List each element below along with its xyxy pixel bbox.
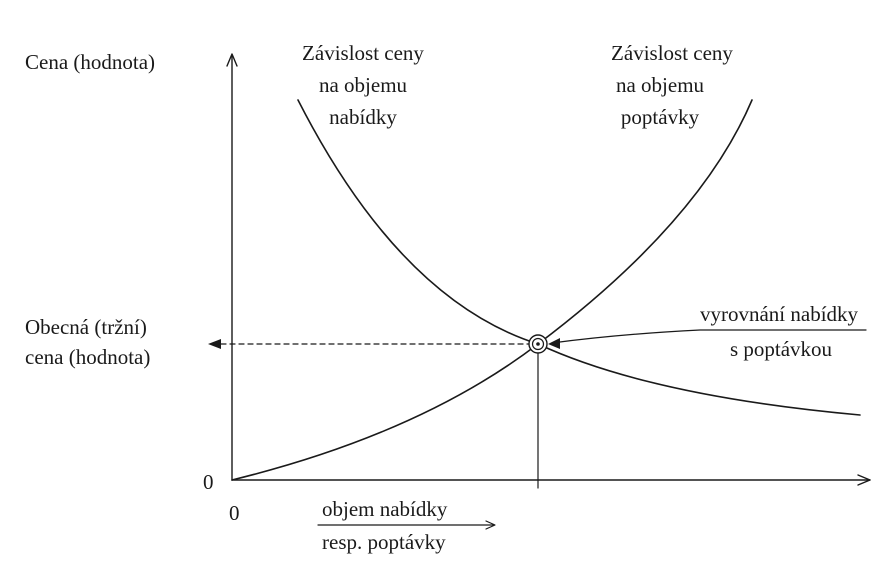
equilibrium-label-line-2: s poptávkou (730, 337, 833, 361)
x-axis-arrow (857, 474, 871, 486)
demand-curve-label-line-3: poptávky (621, 105, 700, 129)
origin-x-label: 0 (229, 501, 240, 525)
demand-curve (231, 99, 753, 481)
x-axis-label-line-1: objem nabídky (322, 497, 448, 521)
equilibrium-price-arrow (208, 339, 221, 349)
y-axis-label: Cena (hodnota) (25, 50, 155, 74)
y-axis-arrow (226, 53, 238, 67)
supply-curve-label-line-1: Závislost ceny (302, 41, 424, 65)
equilibrium-price-label-line-2: cena (hodnota) (25, 345, 150, 369)
equilibrium-price-label-line-1: Obecná (tržní) (25, 315, 147, 339)
equilibrium-pointer-line (551, 329, 867, 344)
demand-curve-label-line-1: Závislost ceny (611, 41, 733, 65)
supply-curve (297, 99, 861, 416)
demand-curve-label-line-2: na objemu (616, 73, 705, 97)
x-axis-label-line-2: resp. poptávky (322, 530, 446, 554)
equilibrium-pointer-arrow (548, 338, 560, 349)
origin-y-label: 0 (203, 470, 214, 494)
supply-curve-label-line-2: na objemu (319, 73, 408, 97)
equilibrium-label-line-1: vyrovnání nabídky (700, 302, 859, 326)
equilibrium-point (536, 342, 540, 346)
supply-curve-label-line-3: nabídky (329, 105, 397, 129)
x-axis-label-arrow-head (485, 520, 496, 530)
equilibrium-marker-inner (531, 337, 545, 351)
